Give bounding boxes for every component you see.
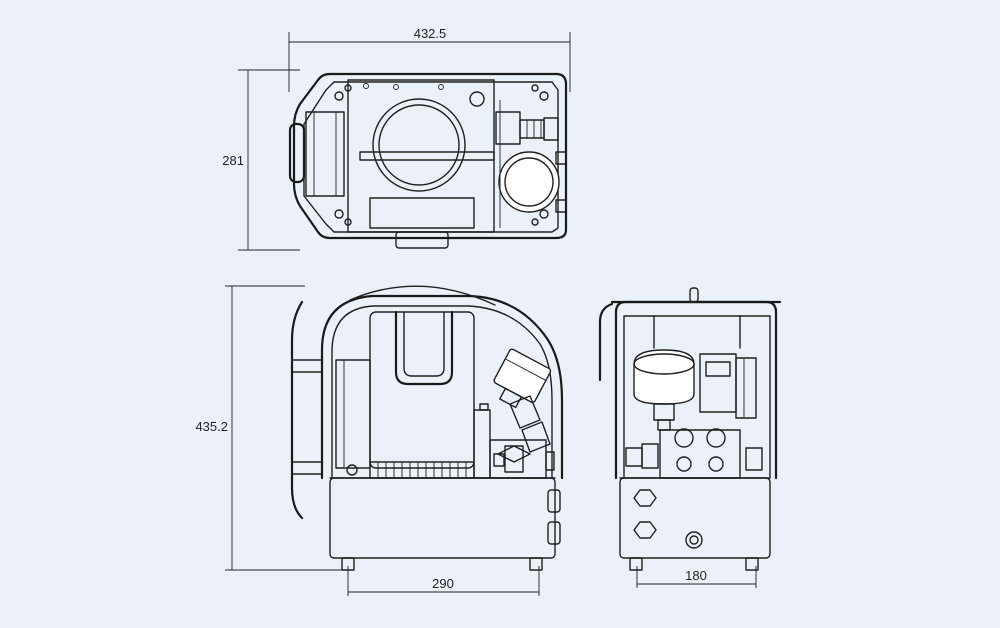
dimension-base-width: 180	[636, 566, 757, 588]
dim-label-base-length: 290	[432, 576, 454, 591]
dimension-base-length: 290	[347, 566, 540, 596]
top-handle	[288, 122, 306, 184]
dimension-top-depth: 281	[222, 69, 300, 251]
side-gauge	[493, 348, 552, 409]
end-hex-plug-top	[633, 489, 657, 507]
side-cage-arch	[320, 294, 564, 480]
end-view: 180	[598, 287, 782, 588]
end-valve-left	[674, 428, 694, 448]
side-fin-lines	[377, 462, 467, 478]
side-reservoir-tank	[329, 477, 556, 559]
end-gauge	[633, 349, 695, 431]
side-foot-left	[341, 557, 355, 571]
end-hex-plug-bottom	[633, 521, 657, 539]
dim-label-top-depth: 281	[222, 153, 244, 168]
end-port	[685, 531, 703, 549]
side-foot-right	[529, 557, 543, 571]
dimension-top-width: 432.5	[288, 26, 571, 92]
top-motor-circle	[372, 98, 466, 192]
side-view: 435.2 290	[195, 285, 564, 596]
side-motor-handle	[394, 310, 454, 386]
side-handle	[290, 300, 304, 520]
top-cage-frame	[292, 72, 568, 240]
side-motor	[369, 311, 475, 469]
dim-label-top-width: 432.5	[414, 26, 447, 41]
top-gauge-circle	[498, 151, 560, 213]
dim-label-base-width: 180	[685, 568, 707, 583]
top-view: 432.5 281	[222, 26, 571, 251]
end-lift-eye	[689, 287, 699, 303]
end-valve-right	[706, 428, 726, 448]
dimension-height: 435.2	[195, 285, 345, 571]
dim-label-height: 435.2	[195, 419, 228, 434]
